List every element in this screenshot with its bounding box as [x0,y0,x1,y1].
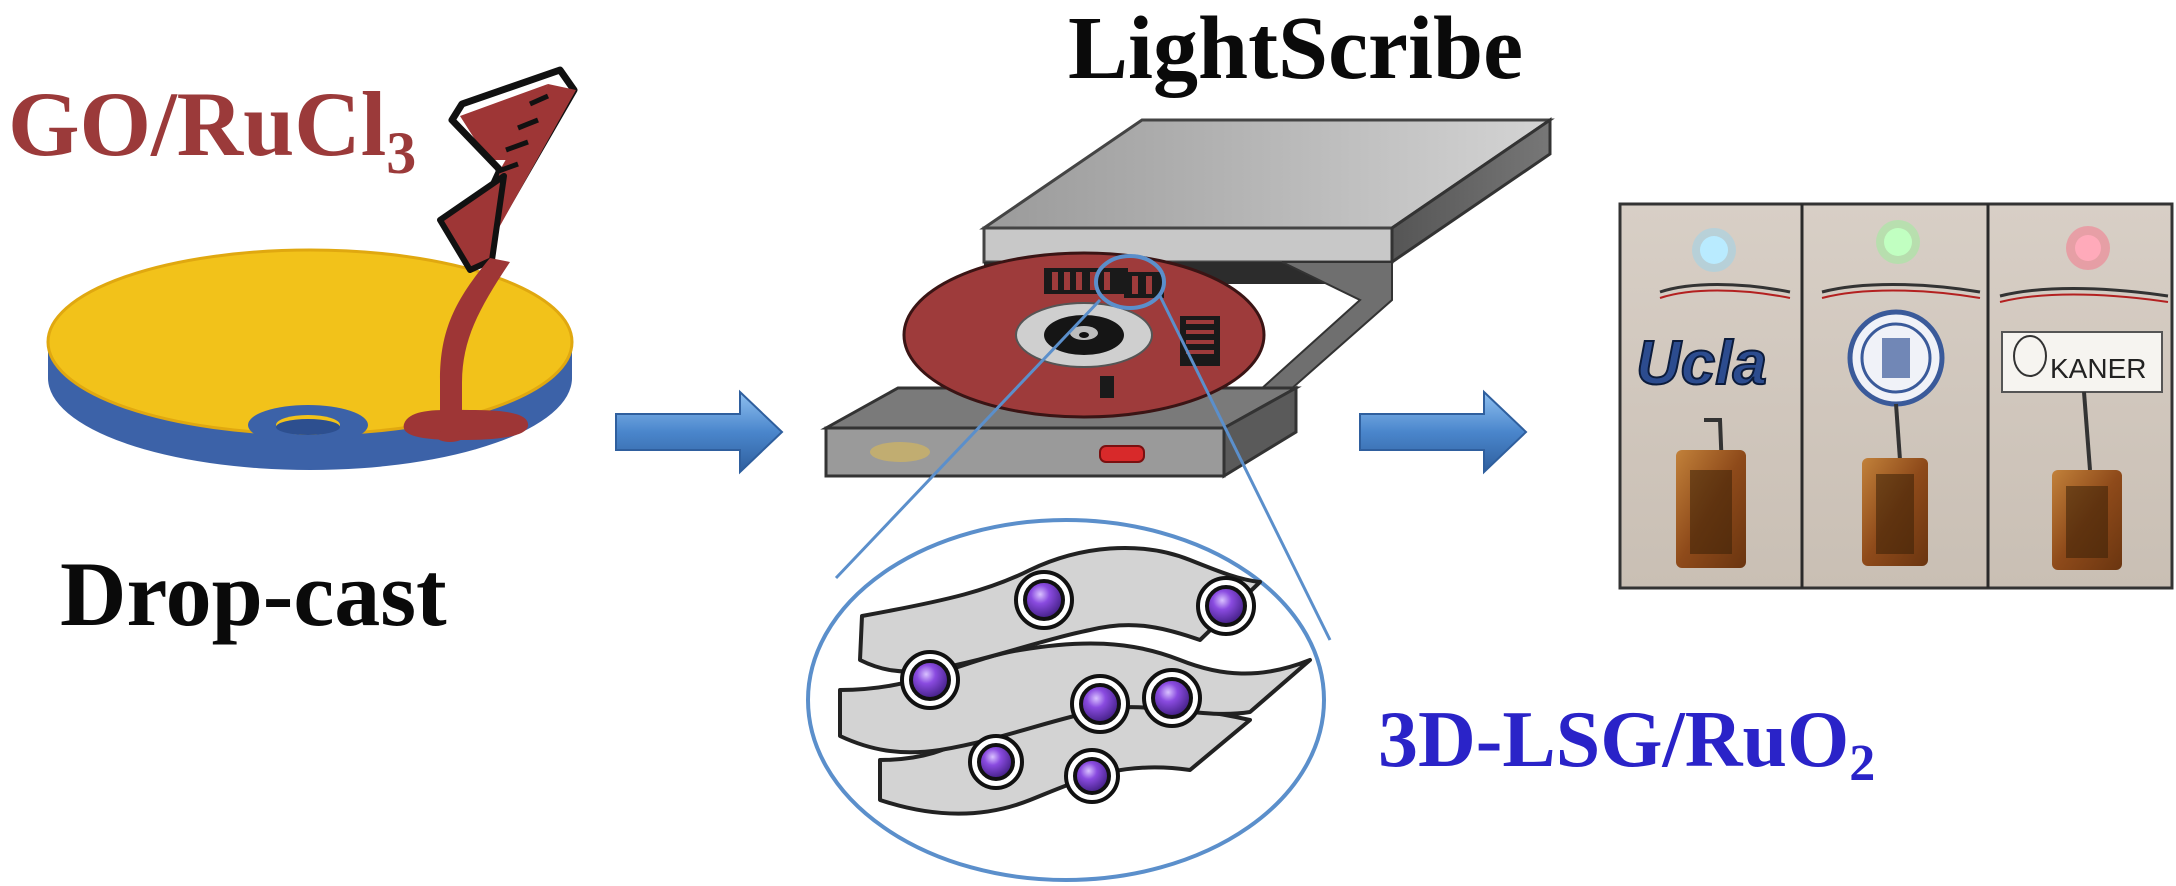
particle [968,734,1024,790]
kaner-logo: KANER [2050,353,2146,384]
lsg-ruo2-label: 3D-LSG/RuO2 [1378,700,1875,790]
lsg-ruo2-main: 3D-LSG/RuO [1378,696,1850,784]
particle [900,650,960,710]
particle [1142,668,1202,728]
photo-panel-kaner: KANER [1999,226,2169,570]
process-arrow-1 [615,389,784,475]
lsg-ruo2-subscript: 2 [1849,735,1876,792]
led-green [1884,228,1912,256]
ucla-logo: Ucla [1636,329,1767,398]
lightscribe-logo [870,442,930,462]
zoom-line-right [1158,295,1332,641]
ruo2-particles [900,570,1256,804]
photo-panel-ucla: Ucla [1635,228,1791,568]
particle [1196,576,1256,636]
go-rucl3-subscript: 3 [386,120,417,186]
particle [1014,570,1074,630]
led-blue [1700,236,1728,264]
process-arrow-2 [1359,389,1528,475]
zoom-line-left [834,298,1102,580]
particle [1064,748,1120,804]
lightscribe-label: LightScribe [1068,0,1524,98]
device-photo: Ucla KANER [1618,202,2174,590]
go-rucl3-label: GO/RuCl3 [8,78,416,183]
eject-button [1099,445,1145,463]
zoom-circle [1094,254,1166,310]
go-rucl3-main: GO/RuCl [8,73,387,175]
led-red [2075,235,2101,261]
liquid-stream [403,258,529,442]
drop-cast-label: Drop-cast [60,543,447,645]
beaker-icon [437,66,578,273]
particle [1070,674,1130,734]
disc-center-hole [248,405,368,445]
burned-disc [902,251,1266,419]
photo-panel-seal [1821,220,1981,566]
